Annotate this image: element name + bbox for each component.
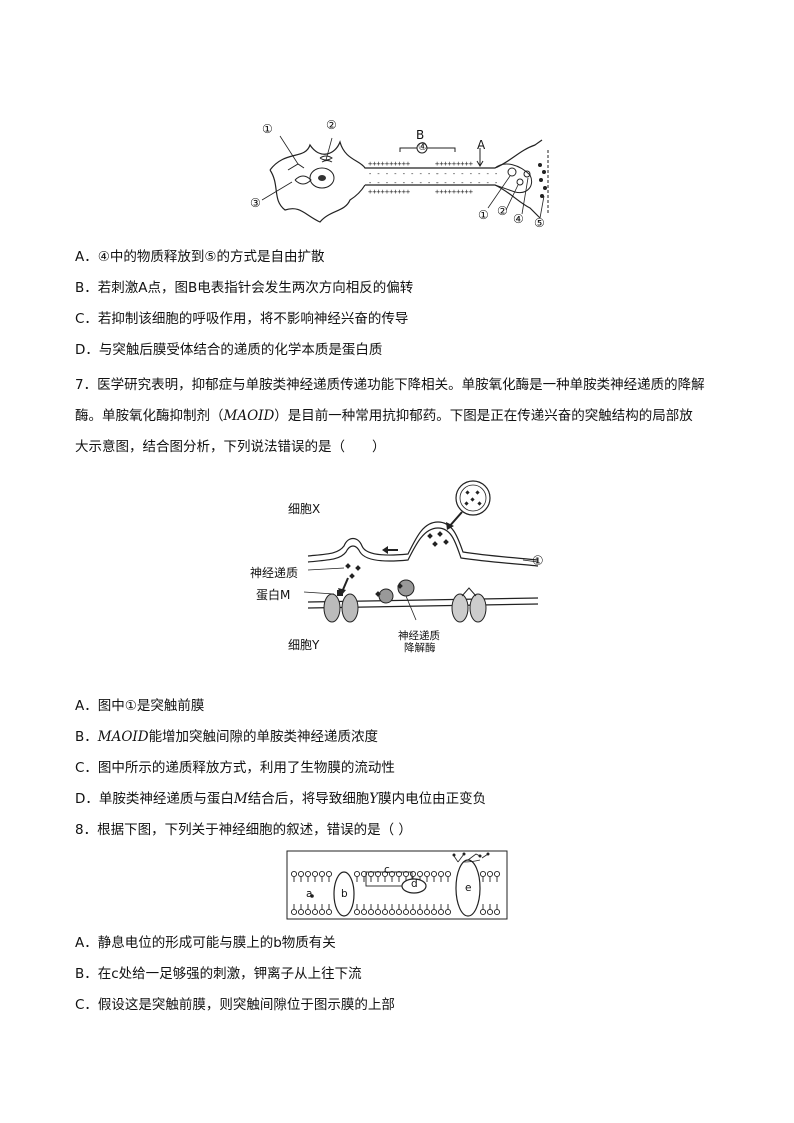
neuron-figure: ++++++++++ - - - - - - - - - - - - - - -… xyxy=(250,118,560,230)
q7-option-c: C．图中所示的递质释放方式，利用了生物膜的流动性 xyxy=(75,760,395,776)
synapse-diagram xyxy=(303,480,539,623)
q7-option-d-var-m: M xyxy=(233,791,248,807)
label-4-meter: ④ xyxy=(418,141,428,153)
q7-option-d-mid: 结合后，将导致细胞 xyxy=(247,791,370,807)
label-protein-m: 蛋白M xyxy=(256,588,291,602)
q6-option-d: D．与突触后膜受体结合的递质的化学本质是蛋白质 xyxy=(75,342,383,358)
svg-text:- - - - - - - - -: - - - - - - - - - xyxy=(368,170,440,178)
q7-option-d-var-y: Y xyxy=(369,791,379,807)
q7-option-b-var: MAOID xyxy=(97,729,149,745)
label-1b: ① xyxy=(478,208,489,222)
label-B: B xyxy=(416,128,425,142)
q7-stem-line3: 大示意图，结合图分析，下列说法错误的是（ ） xyxy=(75,439,386,455)
label-1: ① xyxy=(262,122,273,136)
label-transmitter: 神经递质 xyxy=(250,566,299,580)
svg-text:- - - - - - - - -: - - - - - - - - - xyxy=(368,179,440,187)
q6-option-c: C．若抑制该细胞的呼吸作用，将不影响神经兴奋的传导 xyxy=(75,311,409,327)
q7-option-b-text: 能增加突触间隙的单胺类神经递质浓度 xyxy=(148,729,379,745)
q7-stem-var-maoid: MAOID xyxy=(223,408,275,424)
q6-option-a: A．④中的物质释放到⑤的方式是自由扩散 xyxy=(75,249,325,265)
label-a: a xyxy=(306,888,313,900)
membrane-diagram xyxy=(286,850,508,920)
label-4b: ④ xyxy=(513,212,524,226)
svg-text:++++++++++: ++++++++++ xyxy=(368,188,410,196)
q7-stem-line1: 7．医学研究表明，抑郁症与单胺类神经递质传递功能下降相关。单胺氧化酶是一种单胺类… xyxy=(75,377,705,393)
membrane-figure: a b c d e xyxy=(286,850,508,920)
q7-stem-text-b: ）是目前一种常用抗抑郁药。下图是正在传递兴奋的突触结构的局部放 xyxy=(274,408,693,424)
q7-option-b: B．MAOID能增加突触间隙的单胺类神经递质浓度 xyxy=(75,728,378,746)
label-circle-1: ① xyxy=(532,554,544,569)
label-3: ③ xyxy=(250,196,261,210)
label-2: ② xyxy=(326,118,337,132)
svg-text:+++++++++: +++++++++ xyxy=(435,188,473,196)
label-b: b xyxy=(341,888,348,900)
q7-option-d: D．单胺类神经递质与蛋白M结合后，将导致细胞Y膜内电位由正变负 xyxy=(75,790,486,808)
label-enzyme-line1: 神经递质 xyxy=(398,630,440,642)
label-2b: ② xyxy=(497,204,508,218)
q8-option-b: B．在c处给一足够强的刺激，钾离子从上往下流 xyxy=(75,966,362,982)
q8-stem: 8．根据下图，下列关于神经细胞的叙述，错误的是（ ） xyxy=(75,822,412,838)
q7-option-d-prefix: D．单胺类神经递质与蛋白 xyxy=(75,791,234,807)
svg-text:- - - - - - - -: - - - - - - - - xyxy=(435,179,498,187)
q8-option-a: A．静息电位的形成可能与膜上的b物质有关 xyxy=(75,935,336,951)
label-A: A xyxy=(477,138,486,152)
label-e: e xyxy=(465,882,472,894)
q8-option-c: C．假设这是突触前膜，则突触间隙位于图示膜的上部 xyxy=(75,997,395,1013)
q7-stem-line2: 酶。单胺氧化酶抑制剂（MAOID）是目前一种常用抗抑郁药。下图是正在传递兴奋的突… xyxy=(75,407,693,425)
label-cell-y: 细胞Y xyxy=(288,638,320,652)
svg-text:++++++++++: ++++++++++ xyxy=(368,160,410,168)
q7-stem-text-a: 酶。单胺氧化酶抑制剂（ xyxy=(75,408,224,424)
neuron-diagram: ++++++++++ - - - - - - - - - - - - - - -… xyxy=(261,135,549,223)
label-d: d xyxy=(411,878,418,890)
svg-text:+++++++++: +++++++++ xyxy=(435,160,473,168)
label-5: ⑤ xyxy=(534,216,545,230)
label-enzyme-line2: 降解酶 xyxy=(404,642,436,654)
synapse-figure: 细胞X ① 神经递质 蛋白M 细胞Y 神经递质 降解酶 xyxy=(248,478,558,658)
q7-option-d-text: 膜内电位由正变负 xyxy=(378,791,487,807)
svg-text:- - - - - - - -: - - - - - - - - xyxy=(435,170,498,178)
q7-option-b-prefix: B． xyxy=(75,729,98,745)
q6-option-b: B．若刺激A点，图B电表指针会发生两次方向相反的偏转 xyxy=(75,280,414,296)
q7-option-a: A．图中①是突触前膜 xyxy=(75,698,205,714)
label-cell-x: 细胞X xyxy=(288,502,321,516)
label-c: c xyxy=(384,864,390,876)
